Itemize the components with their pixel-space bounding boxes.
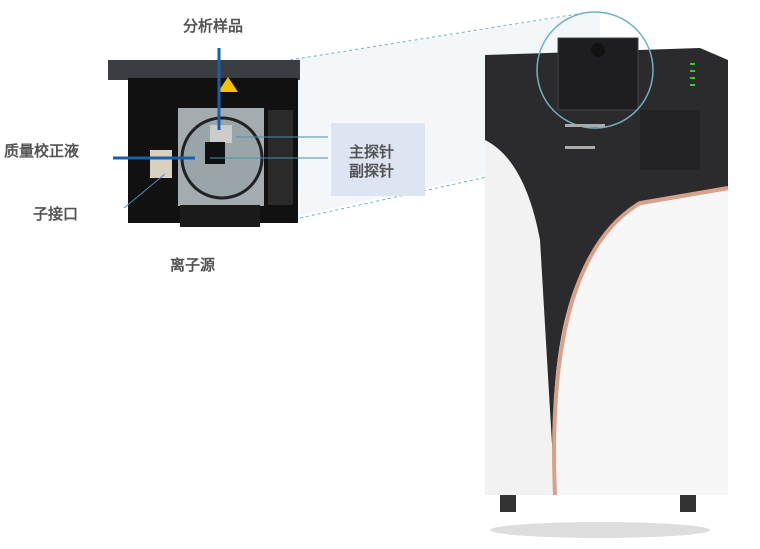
callout-sub-interface	[123, 173, 166, 209]
ion-source-image	[108, 60, 300, 227]
label-mass-calibration: 质量校正液	[4, 142, 80, 160]
projection-line-top	[289, 11, 591, 61]
label-ion-source: 离子源	[170, 256, 216, 274]
label-sub-interface: 子接口	[33, 205, 79, 223]
probe-label-box: 主探针 副探针	[331, 123, 425, 196]
label-main-probe: 主探针	[349, 143, 395, 161]
label-sub-probe: 副探针	[349, 162, 395, 180]
lcms-instrument	[485, 11, 729, 538]
label-analysis-sample: 分析样品	[183, 17, 244, 35]
